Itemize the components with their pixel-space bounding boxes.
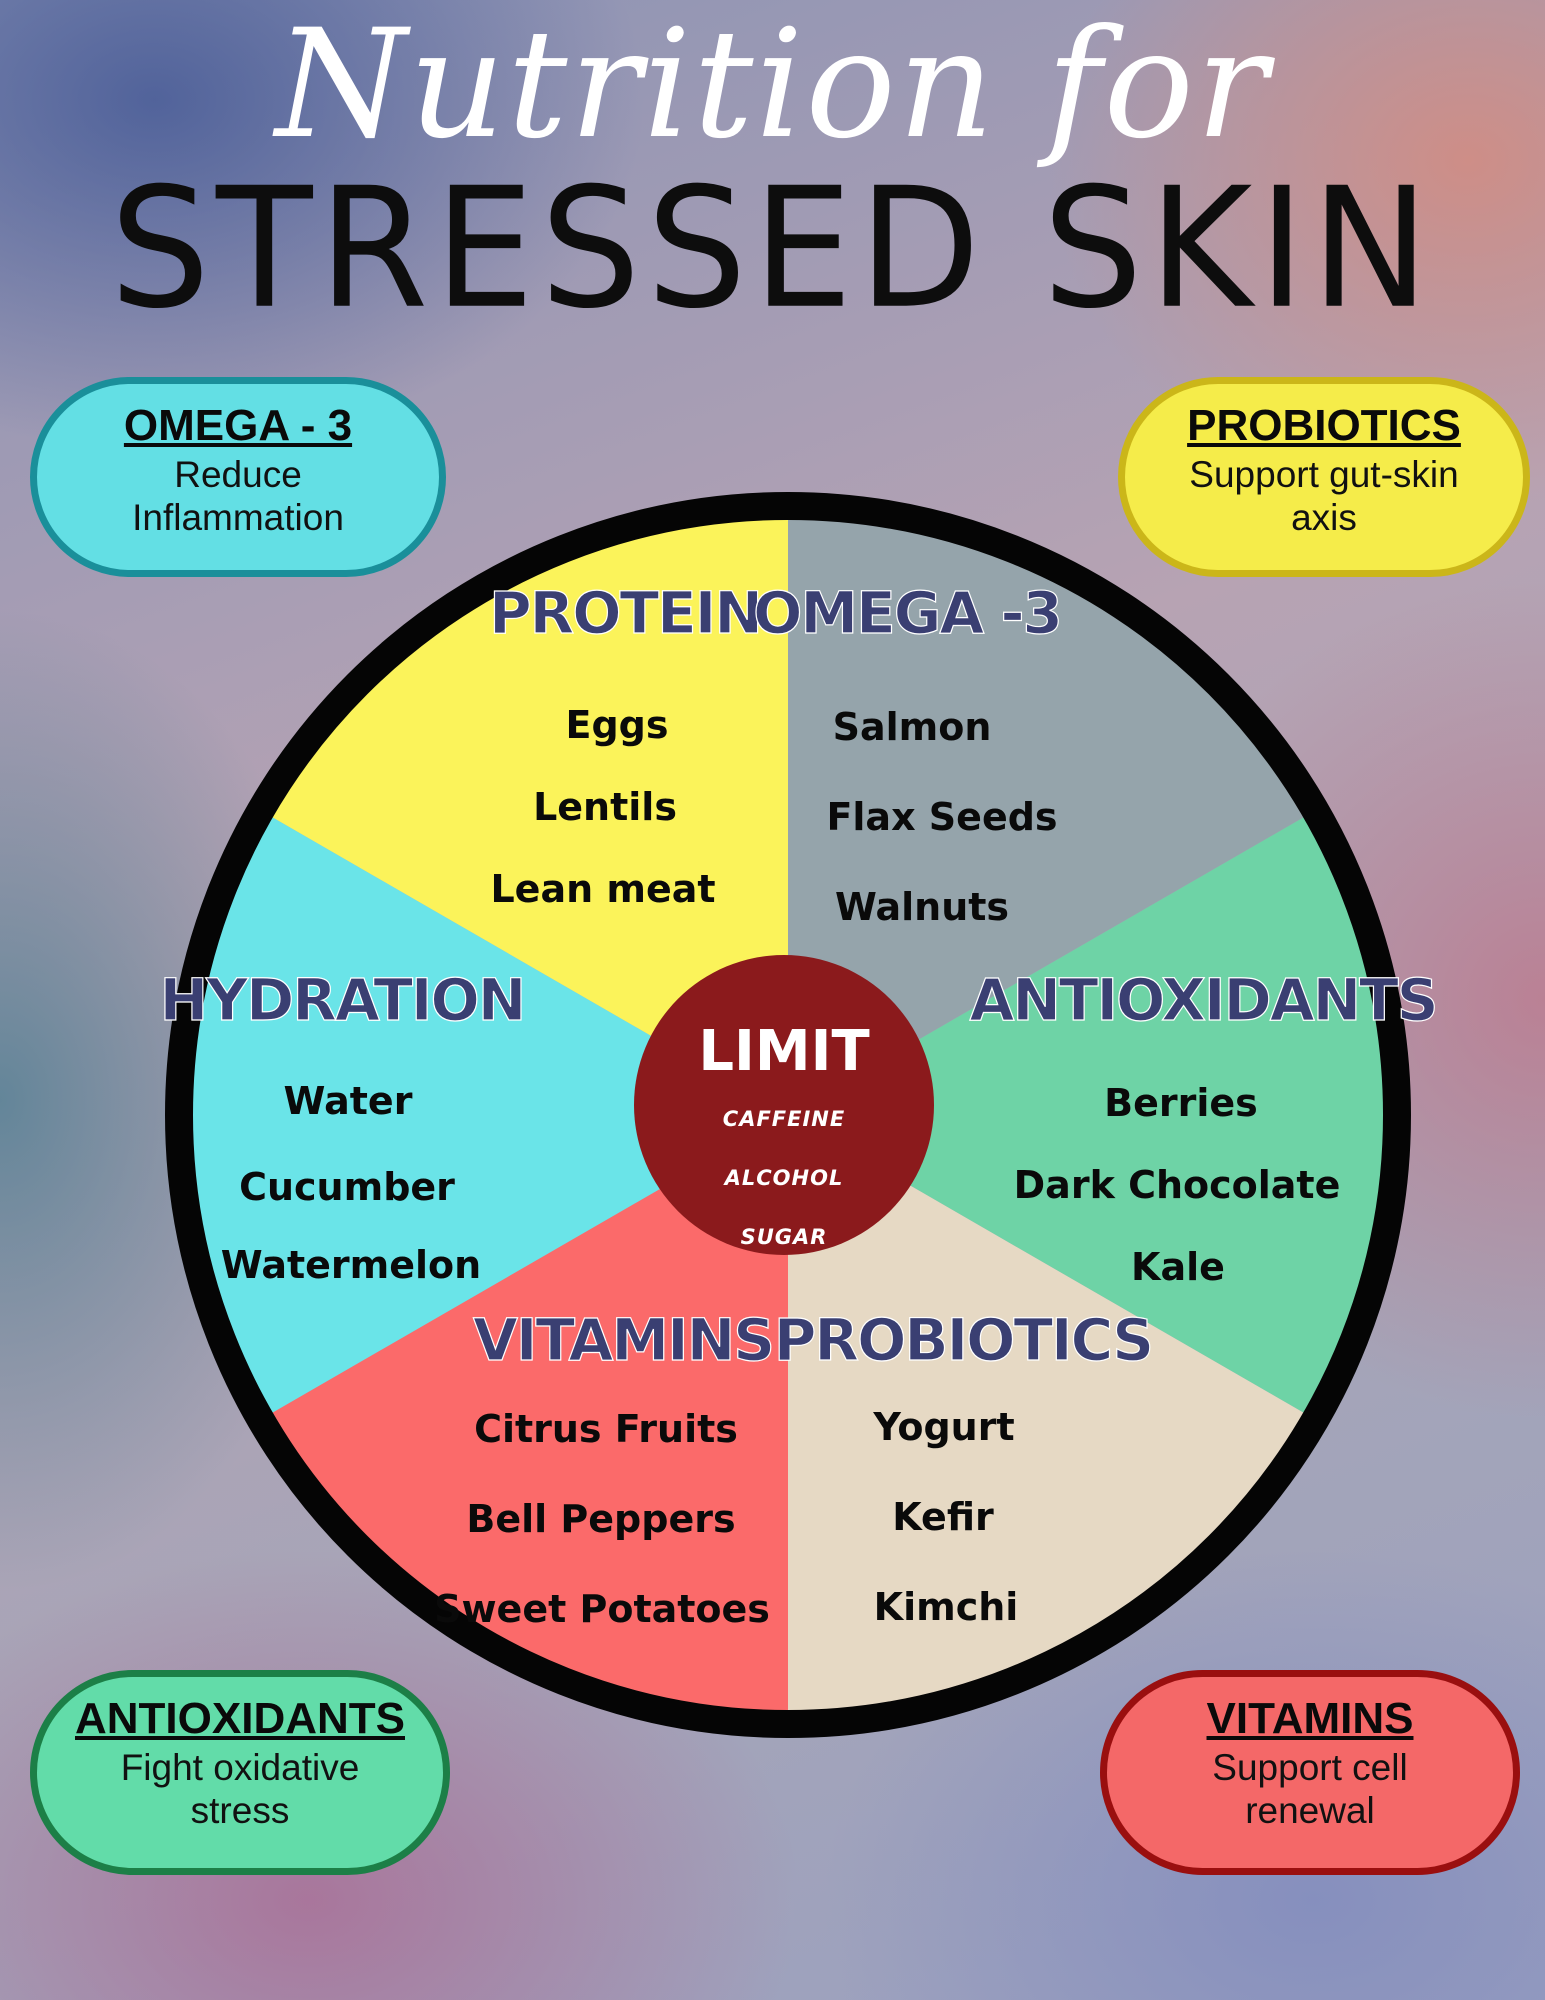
food-item: Walnuts (835, 885, 1009, 929)
omega-callout-line1: Reduce (174, 454, 302, 496)
probiotics-callout-text: Support gut-skin axis (1125, 454, 1523, 539)
antioxidants-callout-line1: Fight oxidative (120, 1747, 360, 1789)
food-item: Sweet Potatoes (434, 1587, 770, 1631)
script-title: Nutrition for (275, 0, 1270, 172)
limit-item: SUGAR (741, 1225, 828, 1249)
antioxidants-callout: ANTIOXIDANTS Fight oxidative stress (30, 1670, 450, 1875)
probiotics-callout: PROBIOTICS Support gut-skin axis (1118, 377, 1530, 577)
omega-callout-title: OMEGA - 3 (123, 401, 353, 450)
food-item: Cucumber (239, 1165, 455, 1209)
limit-item: CAFFEINE (723, 1107, 845, 1131)
food-item: Lean meat (490, 867, 715, 911)
vitamins-callout: VITAMINS Support cell renewal (1100, 1670, 1520, 1875)
food-item: Dark Chocolate (1014, 1163, 1341, 1207)
food-item: Eggs (566, 703, 669, 747)
segment-hydration (187, 815, 788, 1415)
vitamins-callout-title: VITAMINS (1206, 1694, 1414, 1743)
food-item: Citrus Fruits (474, 1407, 738, 1451)
probiotics-callout-line2: axis (1291, 496, 1357, 538)
limit-circle (634, 955, 934, 1255)
food-item: Flax Seeds (826, 795, 1057, 839)
antioxidants-callout-text: Fight oxidative stress (37, 1747, 443, 1832)
vitamins-callout-text: Support cell renewal (1107, 1747, 1513, 1832)
food-item: Yogurt (872, 1405, 1014, 1449)
segment-label-vitamins: VITAMINS (473, 1306, 773, 1374)
limit-title: LIMIT (698, 1019, 869, 1084)
vitamins-callout-line1: Support cell (1212, 1747, 1408, 1789)
probiotics-callout-line1: Support gut-skin (1189, 454, 1459, 496)
food-item: Berries (1104, 1081, 1258, 1125)
food-item: Salmon (833, 705, 992, 749)
food-item: Kefir (892, 1495, 994, 1539)
food-item: Kale (1131, 1245, 1225, 1289)
main-title: STRESSED SKIN (109, 152, 1436, 346)
omega-callout-line2: Inflammation (132, 496, 344, 538)
food-item: Watermelon (221, 1243, 481, 1287)
segment-label-protein: PROTEIN (489, 579, 761, 647)
omega-callout: OMEGA - 3 Reduce Inflammation (30, 377, 446, 577)
segment-label-hydration: HYDRATION (160, 966, 525, 1034)
segment-label-probiotics: PROBIOTICS (774, 1306, 1152, 1374)
antioxidants-callout-line2: stress (190, 1789, 290, 1831)
omega-callout-text: Reduce Inflammation (37, 454, 439, 539)
vitamins-callout-line2: renewal (1245, 1789, 1375, 1831)
food-item: Bell Peppers (466, 1497, 735, 1541)
probiotics-callout-title: PROBIOTICS (1187, 401, 1461, 450)
segment-antioxidants (788, 815, 1388, 1415)
food-item: Lentils (533, 785, 677, 829)
limit-item: ALCOHOL (723, 1166, 844, 1190)
segment-label-antioxidants: ANTIOXIDANTS (969, 966, 1436, 1034)
segment-label-omega: OMEGA -3 (753, 579, 1061, 647)
food-item: Kimchi (874, 1585, 1019, 1629)
antioxidants-callout-title: ANTIOXIDANTS (75, 1694, 405, 1743)
wheel-rim (165, 492, 1411, 1738)
food-item: Water (284, 1079, 413, 1123)
